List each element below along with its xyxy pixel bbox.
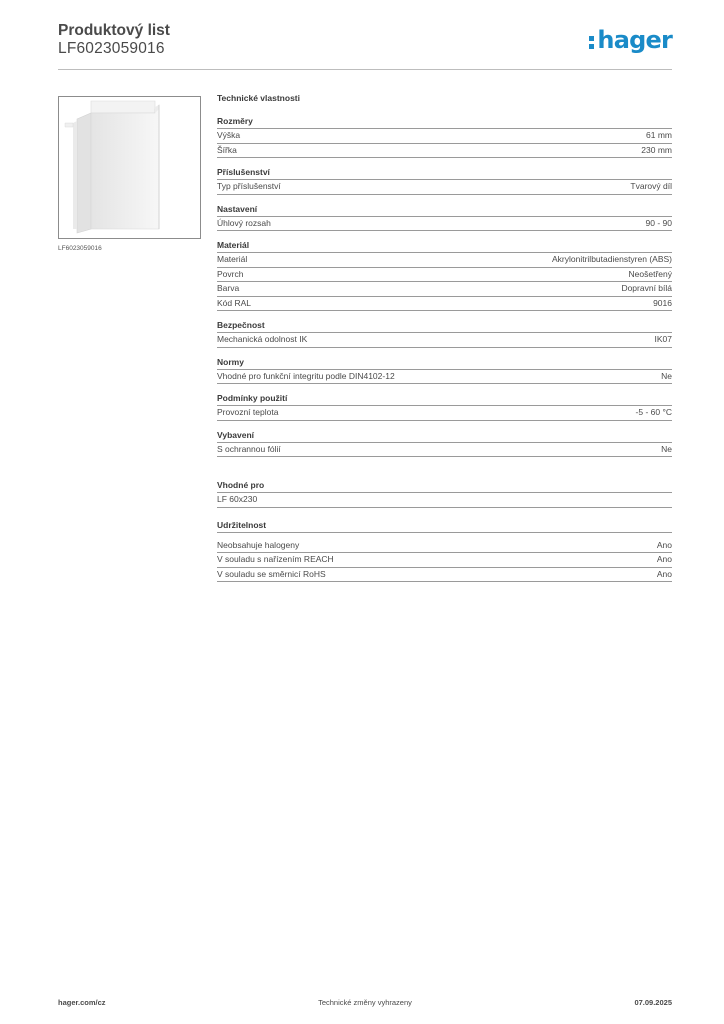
logo-dots-icon — [589, 30, 595, 50]
group-title: Příslušenství — [217, 167, 672, 180]
product-code: LF6023059016 — [58, 40, 165, 57]
spec-value: 230 mm — [641, 144, 672, 155]
group-title: Materiál — [217, 240, 672, 253]
spec-value: Ano — [656, 554, 672, 564]
spec-label: Vhodné pro funkční integritu podle DIN41… — [217, 370, 395, 381]
page-header: Produktový list LF6023059016 hager — [58, 22, 673, 70]
footer-date: 07.09.2025 — [634, 998, 672, 1007]
group-title: Nastavení — [217, 204, 672, 217]
spec-label: Úhlový rozsah — [217, 217, 271, 228]
spec-label: Provozní teplota — [217, 407, 279, 417]
spec-value: 61 mm — [646, 130, 672, 140]
spec-row: Typ příslušenství Tvarový díl — [217, 180, 672, 195]
suitable-for-section: Vhodné pro LF 60x230 — [217, 480, 672, 508]
spec-row: Provozní teplota -5 - 60 °C — [217, 406, 672, 421]
spec-row: LF 60x230 — [217, 493, 672, 508]
spec-label: Neobsahuje halogeny — [217, 539, 300, 550]
spec-value: Akrylonitrilbutadienstyren (ABS) — [552, 254, 672, 264]
spec-label: LF 60x230 — [217, 494, 258, 504]
spec-value: Tvarový díl — [630, 181, 672, 191]
group-title: Rozměry — [217, 116, 672, 129]
spec-row: Povrch Neošetřený — [217, 268, 672, 282]
spec-label: Materiál — [217, 254, 248, 264]
spec-row: Výška 61 mm — [217, 129, 672, 144]
spec-row: Šířka 230 mm — [217, 144, 672, 158]
spec-label: Kód RAL — [217, 297, 252, 308]
document-title: Produktový list — [58, 22, 170, 39]
group-title: Podmínky použití — [217, 393, 672, 406]
spec-value: Ano — [656, 539, 672, 550]
logo-text: hager — [597, 26, 672, 54]
spec-row: Mechanická odolnost IK IK07 — [217, 333, 672, 348]
hager-logo: hager — [589, 26, 673, 54]
section-title: Vhodné pro — [217, 480, 672, 493]
spec-label: Povrch — [217, 268, 244, 279]
group-title: Normy — [217, 357, 672, 370]
spec-label: V souladu se směrnicí RoHS — [217, 568, 326, 579]
spec-value: 9016 — [653, 297, 672, 308]
spec-label: S ochrannou fólií — [217, 443, 281, 454]
group-title: Vybavení — [217, 430, 672, 443]
spec-value: Ne — [661, 370, 672, 381]
spec-row: Neobsahuje halogeny Ano — [217, 539, 672, 553]
spec-row: Vhodné pro funkční integritu podle DIN41… — [217, 370, 672, 384]
spec-row: Barva Dopravní bílá — [217, 282, 672, 297]
product-image — [58, 96, 201, 239]
spec-value: IK07 — [654, 334, 673, 344]
spec-value: Dopravní bílá — [621, 283, 672, 293]
spec-row: Materiál Akrylonitrilbutadienstyren (ABS) — [217, 253, 672, 268]
footer-notice: Technické změny vyhrazeny — [318, 998, 412, 1007]
specs-title: Technické vlastnosti — [217, 93, 300, 103]
spec-value: -5 - 60 °C — [635, 407, 672, 417]
spec-value: 90 - 90 — [645, 217, 672, 228]
spec-row: Úhlový rozsah 90 - 90 — [217, 217, 672, 231]
spec-label: Typ příslušenství — [217, 181, 281, 191]
spec-label: Mechanická odolnost IK — [217, 334, 308, 344]
spec-row: Kód RAL 9016 — [217, 297, 672, 311]
spec-row: S ochrannou fólií Ne — [217, 443, 672, 457]
spec-row: V souladu se směrnicí RoHS Ano — [217, 568, 672, 582]
image-caption: LF6023059016 — [58, 245, 102, 252]
spec-label: Výška — [217, 130, 241, 140]
group-title: Bezpečnost — [217, 320, 672, 333]
section-title: Udržitelnost — [217, 520, 672, 533]
cable-trunking-corner-icon — [64, 100, 160, 234]
spec-label: Barva — [217, 283, 240, 293]
footer-website: hager.com/cz — [58, 998, 106, 1007]
spec-label: Šířka — [217, 144, 237, 155]
spec-value: Ne — [661, 443, 672, 454]
spec-value: Ano — [656, 568, 672, 579]
spec-label: V souladu s nařízením REACH — [217, 554, 334, 564]
spec-value: Neošetřený — [628, 268, 672, 279]
spec-row: V souladu s nařízením REACH Ano — [217, 553, 672, 568]
